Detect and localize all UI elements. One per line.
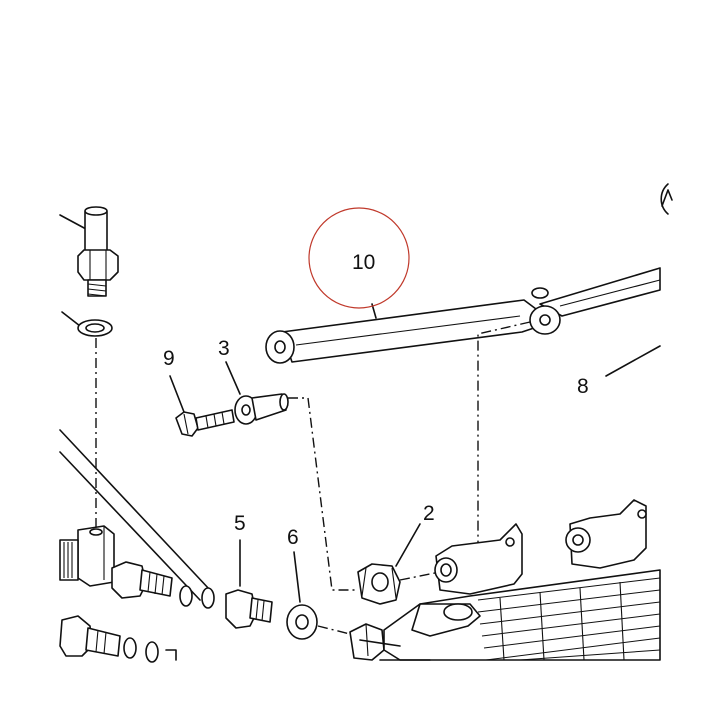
rod-axis-line (477, 321, 531, 560)
pipe-rod-10[interactable] (265, 267, 661, 364)
banjo-fitting[interactable] (59, 525, 115, 587)
grommet-2[interactable] (357, 523, 441, 605)
part-label-5: 5 (234, 512, 246, 535)
part-label-6: 6 (287, 526, 299, 549)
spacer-axis-line (288, 397, 358, 591)
washer-6[interactable] (286, 551, 318, 640)
union-fitting-5[interactable] (225, 539, 273, 629)
highlight-circle (308, 207, 410, 309)
oil-cooler-8[interactable] (359, 345, 661, 661)
corner-view-marker (660, 183, 673, 215)
part-label-8: 8 (577, 375, 589, 398)
fitting-axis-line (317, 625, 351, 635)
hex-nut[interactable] (349, 623, 385, 661)
pipe-guide-lines (59, 429, 211, 601)
lower-left-union[interactable] (59, 615, 177, 663)
pressure-sensor[interactable] (59, 206, 119, 297)
part-label-9: 9 (163, 347, 175, 370)
hex-union-left[interactable] (111, 561, 173, 599)
part-label-3: 3 (218, 337, 230, 360)
bolt-9[interactable] (169, 375, 235, 437)
o-rings[interactable] (179, 585, 215, 609)
sensor-washer[interactable] (61, 311, 113, 337)
spacer-3[interactable] (225, 361, 289, 425)
part-label-10: 10 (352, 251, 375, 274)
part-label-2: 2 (423, 502, 435, 525)
